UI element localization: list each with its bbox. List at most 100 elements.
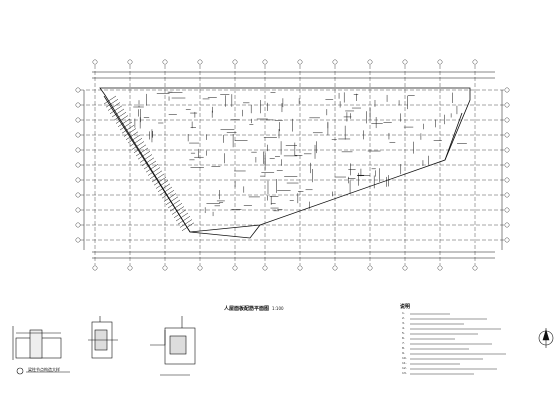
axis-bubble	[262, 265, 268, 271]
axis-bubble	[75, 177, 81, 183]
axis-bubble	[332, 265, 338, 271]
notes-line: 5.	[402, 331, 405, 335]
axis-bubble	[127, 59, 133, 65]
diagonal-beam-hatch	[123, 128, 137, 137]
axis-bubble	[162, 265, 168, 271]
notes-line: 11.	[402, 361, 407, 365]
diagonal-beam-hatch	[151, 173, 165, 183]
diagonal-beam-hatch	[119, 121, 133, 131]
axis-bubble	[472, 59, 478, 65]
axis-bubble	[504, 237, 510, 243]
axis-bubble	[75, 102, 81, 108]
detail-2-drawing	[88, 316, 118, 359]
axis-bubble	[367, 59, 373, 65]
notes-line: 13.	[402, 371, 407, 375]
diagonal-beam-hatch	[139, 154, 153, 163]
axis-bubble	[504, 87, 510, 93]
diagonal-beam-hatch	[145, 164, 159, 173]
diagonal-beam-hatch	[113, 112, 127, 121]
plan-title-block: 人屋面板配筋平面图 1:100	[224, 305, 284, 312]
diagonal-beam-hatch	[155, 180, 169, 189]
axis-bubble	[75, 87, 81, 93]
axis-bubble	[92, 59, 98, 65]
detail-1-label: 梁柱节点构造大样	[28, 367, 60, 372]
beam-hatching	[103, 91, 467, 231]
axis-bubble	[297, 265, 303, 271]
diagonal-beam-hatch	[181, 222, 195, 231]
notes-line: 1.	[402, 311, 405, 315]
diagonal-beam-hatch	[127, 134, 141, 144]
diagonal-beam-hatch	[173, 209, 187, 218]
notes-line: 9.	[402, 351, 405, 355]
axis-bubble	[437, 265, 443, 271]
diagonal-beam-hatch	[147, 167, 161, 176]
diagonal-beam-hatch	[129, 138, 143, 147]
diagonal-beam-hatch	[133, 144, 147, 153]
diagonal-beam-hatch	[107, 102, 121, 111]
notes-body-lines	[410, 313, 506, 375]
axis-bubble	[472, 265, 478, 271]
axis-bubble	[197, 265, 203, 271]
axis-bubble	[402, 59, 408, 65]
notes-line: 4.	[402, 326, 405, 330]
axis-bubble	[332, 59, 338, 65]
axis-bubble	[437, 59, 443, 65]
diagonal-beam-hatch	[161, 190, 175, 199]
diagonal-beam-hatch	[137, 151, 151, 160]
axis-bubble	[127, 265, 133, 271]
diagonal-beam-hatch	[153, 177, 167, 186]
axis-grid	[75, 59, 510, 271]
dimension-lines	[83, 71, 503, 259]
axis-bubble	[75, 147, 81, 153]
axis-bubble	[504, 102, 510, 108]
axis-bubble	[504, 117, 510, 123]
diagonal-beam-hatch	[141, 157, 155, 166]
diagonal-beam-hatch	[109, 105, 123, 114]
diagonal-beam-hatch	[103, 95, 117, 105]
diagonal-beam-hatch	[115, 115, 129, 124]
notes-line: 8.	[402, 346, 405, 350]
notes-line: 2.	[402, 316, 405, 320]
axis-bubble	[297, 59, 303, 65]
axis-bubble	[262, 59, 268, 65]
diagonal-beam-hatch	[105, 99, 119, 108]
axis-bubble	[402, 265, 408, 271]
diagonal-beam-hatch	[143, 160, 157, 170]
diagonal-beam-hatch	[175, 212, 189, 222]
diagonal-beam-hatch	[159, 186, 173, 196]
axis-bubble	[232, 265, 238, 271]
notes-line: 12.	[402, 366, 407, 370]
diagonal-beam-hatch	[117, 118, 131, 127]
notes-heading: 说明	[400, 304, 411, 310]
plan-outline	[99, 87, 471, 239]
axis-bubble	[232, 59, 238, 65]
diagonal-beam-hatch	[179, 219, 193, 228]
axis-bubble	[504, 162, 510, 168]
axis-bubble	[75, 237, 81, 243]
notes-line: 10.	[402, 356, 407, 360]
axis-bubble	[75, 222, 81, 228]
axis-bubble	[504, 147, 510, 153]
axis-bubble	[504, 222, 510, 228]
notes-line: 3.	[402, 321, 405, 325]
page-title: 人屋面板配筋平面图	[224, 306, 270, 312]
diagonal-beam-hatch	[121, 125, 135, 134]
axis-bubble	[504, 207, 510, 213]
diagonal-beam-hatch	[111, 108, 125, 118]
axis-bubble	[504, 132, 510, 138]
diagonal-beam-hatch	[167, 199, 181, 209]
diagonal-beam-hatch	[163, 193, 177, 202]
axis-bubble	[197, 59, 203, 65]
diagonal-beam-hatch	[157, 183, 171, 192]
diagonal-beam-hatch	[125, 131, 139, 140]
diagonal-beam-hatch	[169, 203, 183, 212]
notes-line: 7.	[402, 341, 405, 345]
axis-bubble	[504, 177, 510, 183]
axis-bubble	[92, 265, 98, 271]
diagonal-beam-hatch	[177, 216, 191, 225]
diagonal-beam-hatch	[171, 206, 185, 215]
detail-3-drawing	[150, 316, 196, 376]
axis-bubble	[75, 207, 81, 213]
axis-bubble	[504, 192, 510, 198]
